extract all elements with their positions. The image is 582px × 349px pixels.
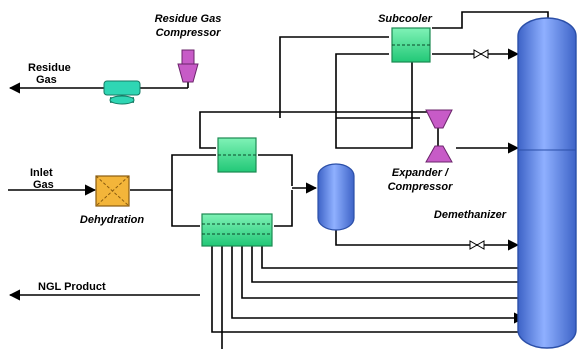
side-draw-line-2	[251, 246, 530, 283]
residue-gas-compressor-label-1: Residue Gas	[155, 13, 222, 25]
dehydration-unit	[95, 175, 130, 207]
main-heat-exchanger	[201, 213, 273, 247]
bottoms-line	[211, 246, 524, 333]
inlet-gas-label-1: Inlet	[30, 167, 53, 179]
top-valve	[473, 49, 489, 59]
side-return-line	[231, 246, 526, 324]
cold-separator	[317, 163, 355, 231]
expander-label-2: Compressor	[388, 181, 454, 193]
separator-liquid-valve	[469, 240, 485, 250]
residue-gas-label-1: Residue	[28, 62, 71, 74]
inlet-gas-label-2: Gas	[33, 179, 54, 191]
subcooler-return-line	[279, 36, 389, 118]
side-draw-line-3	[241, 246, 530, 299]
subcooler-label: Subcooler	[378, 13, 433, 25]
residue-gas-label-2: Gas	[36, 74, 57, 86]
residue-gas-compressor	[177, 49, 199, 83]
exchanger-outlet-line	[258, 154, 293, 186]
demethanizer-column	[517, 17, 577, 349]
residue-gas-cooler	[103, 80, 141, 105]
main-exchanger-outlet-line	[274, 190, 293, 227]
subcooler-cold-line	[335, 53, 413, 149]
gas-gas-exchanger	[217, 137, 257, 173]
separator-liquid-line	[335, 224, 520, 251]
subcooler-exchanger	[391, 27, 431, 63]
expander-compressor	[425, 109, 453, 163]
demethanizer-label: Demethanizer	[434, 209, 507, 221]
ngl-product-label: NGL Product	[38, 281, 106, 293]
overhead-vapor-line	[432, 11, 549, 29]
expander-label-1: Expander /	[392, 167, 450, 179]
dehydration-label: Dehydration	[80, 214, 144, 226]
recompressor-line	[199, 111, 438, 149]
residue-gas-compressor-label-2: Compressor	[156, 27, 222, 39]
side-draw-line-1	[261, 246, 530, 269]
piping	[8, 11, 549, 349]
dehy-to-exchanger-line	[130, 154, 216, 191]
dehy-to-main-exchanger-line	[171, 190, 200, 227]
